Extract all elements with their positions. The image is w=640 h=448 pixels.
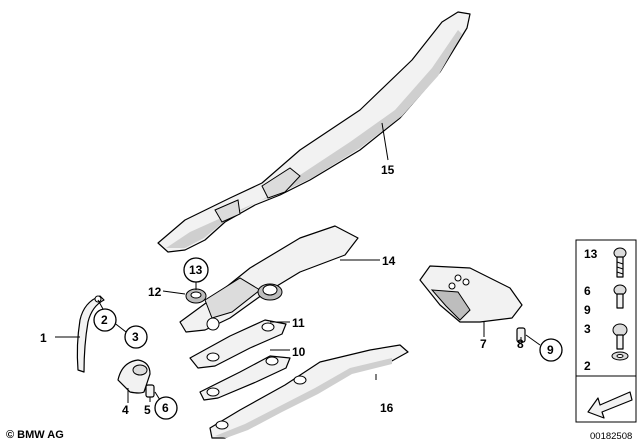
part-4-clip <box>117 359 151 394</box>
part-5-pin <box>145 384 155 398</box>
callout-8: 8 <box>517 337 524 351</box>
screw-13-icon <box>613 247 627 278</box>
diagram-id: 00182508 <box>590 431 633 442</box>
callout-10: 10 <box>292 345 306 359</box>
copyright-text: © BMW AG <box>6 429 64 441</box>
part-12-grommet <box>185 288 207 304</box>
callout-14: 14 <box>382 254 396 268</box>
arrow-box-icon <box>587 391 633 419</box>
callout-9: 9 <box>547 343 554 357</box>
callout-12: 12 <box>148 285 162 299</box>
screw-3-icon <box>612 323 628 350</box>
leader-lines <box>55 122 541 403</box>
part-7-bracket-block <box>419 265 523 323</box>
callout-13: 13 <box>189 263 203 277</box>
part-10-rail-plate <box>199 355 291 401</box>
legend-label-13: 13 <box>584 247 598 261</box>
callout-labels: 1 4 5 7 8 10 11 12 14 15 16 <box>40 163 524 417</box>
washer-2-icon <box>611 351 629 361</box>
callout-15: 15 <box>381 163 395 177</box>
callout-2: 2 <box>101 313 108 327</box>
callout-7: 7 <box>480 337 487 351</box>
part-11-rail-plate <box>189 319 287 369</box>
fastener-legend: 13 6 9 3 2 <box>575 239 637 423</box>
callout-6: 6 <box>162 401 169 415</box>
callout-1: 1 <box>40 331 47 345</box>
part-15-chain-cover <box>157 11 471 253</box>
callout-5: 5 <box>144 403 151 417</box>
callout-3: 3 <box>132 330 139 344</box>
legend-label-3: 3 <box>584 322 591 336</box>
part-14-upper-rail <box>179 225 359 333</box>
legend-label-2: 2 <box>584 359 591 373</box>
part-1-curved-bracket <box>76 295 105 373</box>
callout-4: 4 <box>122 403 129 417</box>
bolt-6-icon <box>613 284 627 309</box>
circled-callouts: 2 3 6 9 13 <box>93 257 563 420</box>
callout-11: 11 <box>292 316 305 330</box>
part-16-lower-rail <box>209 344 409 439</box>
legend-label-9: 9 <box>584 303 591 317</box>
callout-16: 16 <box>380 401 394 415</box>
legend-label-6: 6 <box>584 284 591 298</box>
